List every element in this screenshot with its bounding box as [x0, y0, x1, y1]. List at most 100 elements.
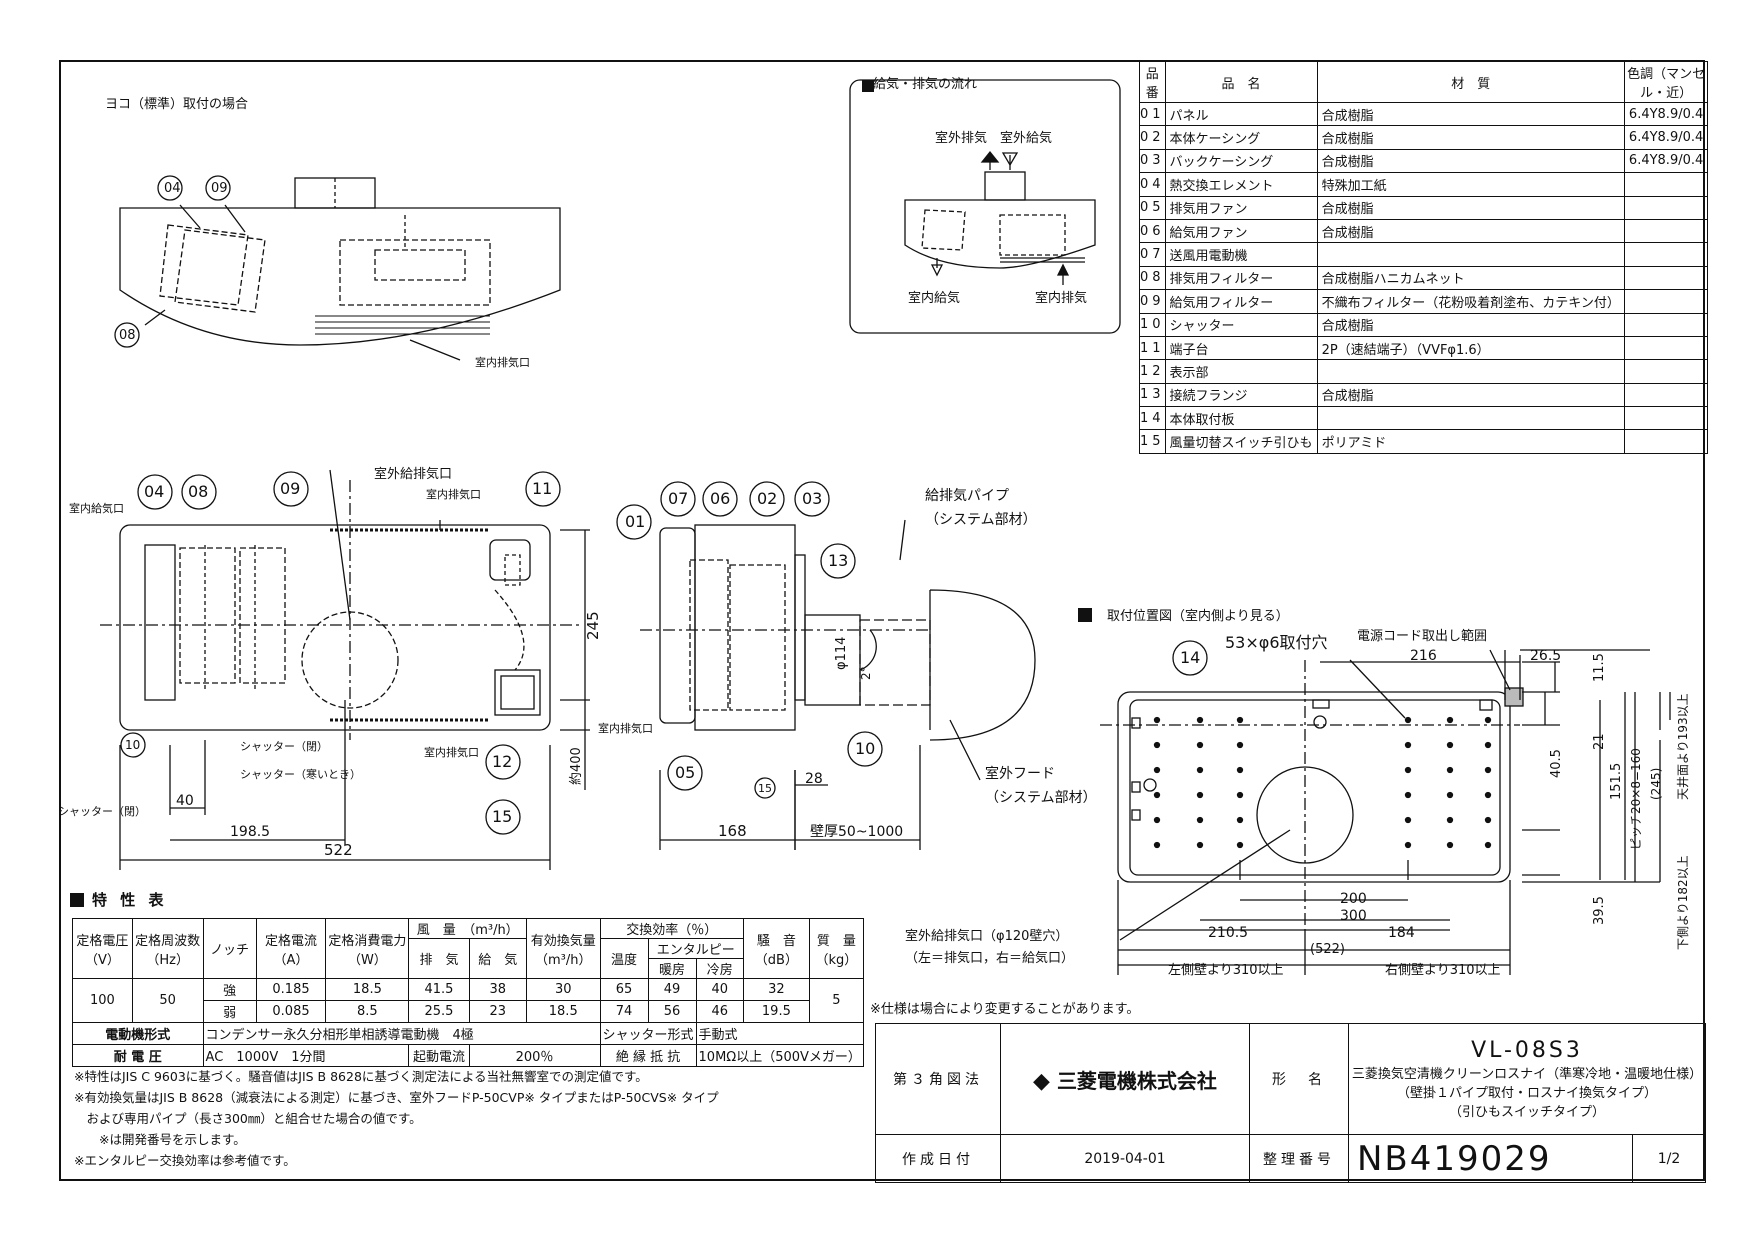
callout-05-side [667, 755, 703, 791]
parts-cell-no: 03 [1139, 148, 1166, 174]
spec-cell: 18.5 [525, 1000, 601, 1023]
spec-cell: 強 [202, 978, 257, 1001]
spec-note-4: ※は開発番号を示します。 [74, 1132, 246, 1147]
callout-text: 08 [188, 482, 208, 501]
parts-cell-no: 13 [1139, 382, 1166, 408]
spec-cell: 0.185 [255, 978, 327, 1001]
dim: 245 [584, 611, 602, 640]
callout-text: 10 [855, 739, 875, 758]
flow-diagram [904, 150, 1096, 285]
spec-h-air: 風 量 （m³/h） [408, 918, 527, 939]
parts-cell-material [1316, 406, 1625, 431]
parts-cell-color [1623, 218, 1709, 244]
spec-note-2: ※有効換気量はJIS B 8628（減衰法による測定）に基づき、室外フードP-5… [74, 1090, 719, 1105]
dim: (522) [1310, 942, 1345, 957]
parts-cell-color [1623, 429, 1709, 454]
label: 天井面より193以上 [1676, 693, 1690, 800]
parts-cell-no: 01 [1139, 101, 1166, 127]
spec-h-freq-unit: （Hz） [146, 952, 189, 968]
parts-cell-name: 接続フランジ [1164, 382, 1318, 408]
parts-header: 材 質 [1316, 61, 1625, 103]
label: 室内排気口 [426, 487, 481, 501]
parts-cell-name: 給気用フィルター [1164, 289, 1318, 314]
page-number: 1/2 [1632, 1134, 1706, 1183]
front-view-title: ヨコ（標準）取付の場合 [105, 96, 248, 112]
label: シャッター（寒いとき） [240, 767, 361, 781]
spec-h-eff: 有効換気量 [530, 933, 596, 949]
spec-note-3: および専用パイプ（長さ300㎜）と組合せた場合の値です。 [74, 1111, 422, 1126]
spec-cell: 18.5 [325, 978, 410, 1001]
change-note: ※仕様は場合により変更することがあります。 [870, 1002, 1140, 1017]
spec-note-5: ※エンタルピー交換効率は参考値です。 [74, 1153, 296, 1168]
parts-cell-color: 6.4Y8.9/0.4 [1623, 101, 1709, 127]
label: 室内給気口 [69, 501, 124, 515]
dim: 198.5 [230, 824, 270, 840]
parts-cell-color [1623, 289, 1709, 314]
spec-freq: 50 [131, 978, 204, 1023]
spec-cell: 19.5 [742, 1000, 810, 1023]
callout-09-top [273, 471, 309, 507]
parts-cell-color [1623, 406, 1709, 431]
label: 室内給気 [908, 290, 960, 306]
parts-cell-color: 6.4Y8.9/0.4 [1623, 148, 1709, 174]
spec-motor-label: 電動機形式 [72, 1022, 204, 1045]
callout-14-mount [1172, 640, 1208, 676]
parts-cell-material: 合成樹脂 [1316, 195, 1625, 220]
parts-cell-material: 合成樹脂 [1316, 218, 1625, 244]
spec-h-enth: エンタルピー [647, 938, 744, 959]
parts-cell-name: シャッター [1164, 312, 1318, 337]
parts-cell-material: 特殊加工紙 [1316, 172, 1625, 197]
callout-text: 11 [532, 479, 552, 498]
model-cell: VL-08S3 三菱換気空清機クリーンロスナイ（準寒冷地・温暖地仕様） （壁掛１… [1348, 1023, 1706, 1135]
callout-text: 13 [828, 551, 848, 570]
dim: φ114 [834, 637, 849, 670]
parts-cell-color [1623, 265, 1709, 291]
parts-cell-no: 11 [1139, 335, 1166, 361]
dim: 522 [324, 841, 353, 859]
spec-withstand-value: AC 1000V 1分間 [202, 1044, 410, 1067]
callout-text: 09 [211, 181, 228, 196]
label: （左＝排気口，右＝給気口） [905, 950, 1074, 966]
title-block: 第３角図法 ◆ 三菱電機株式会社 形 名 VL-08S3 三菱換気空清機クリーン… [875, 1023, 1706, 1183]
callout-15-side [754, 777, 776, 799]
parts-cell-color [1623, 312, 1709, 337]
spec-h-sup: 給 気 [468, 938, 527, 979]
dim: 2° [859, 666, 873, 680]
parts-cell-color [1623, 359, 1709, 384]
label: 室内排気口 [598, 721, 653, 735]
callout-02-side [749, 481, 785, 517]
parts-cell-no: 15 [1139, 429, 1166, 454]
label: （システム部材） [985, 790, 1097, 806]
spec-cell: 40 [695, 978, 744, 1001]
spec-h-eff-unit: （m³/h） [535, 952, 592, 968]
parts-cell-color [1623, 195, 1709, 220]
parts-cell-material: ポリアミド [1316, 429, 1625, 454]
callout-text: 01 [625, 512, 645, 531]
parts-cell-name: 本体ケーシング [1164, 125, 1318, 150]
spec-h-noise: 騒 音 [756, 933, 796, 949]
label: 下側より182以上 [1676, 855, 1690, 950]
parts-cell-color [1623, 242, 1709, 267]
dim: 21 [1592, 733, 1607, 750]
label: 右側壁より310以上 [1385, 963, 1501, 978]
mount-title: 取付位置図（室内側より見る） [1107, 608, 1289, 624]
spec-h-freq: 定格周波数 [135, 933, 201, 949]
parts-cell-material [1316, 359, 1625, 384]
callout-11-top [525, 471, 561, 507]
label: 室外給排気口 [374, 466, 452, 482]
callout-03-side [794, 481, 830, 517]
label: 室内排気 [1035, 290, 1087, 306]
spec-h-temp: 温度 [599, 938, 649, 979]
callout-09-front [205, 175, 231, 201]
spec-cell: 23 [468, 1000, 527, 1023]
spec-cell: 8.5 [325, 1000, 410, 1023]
